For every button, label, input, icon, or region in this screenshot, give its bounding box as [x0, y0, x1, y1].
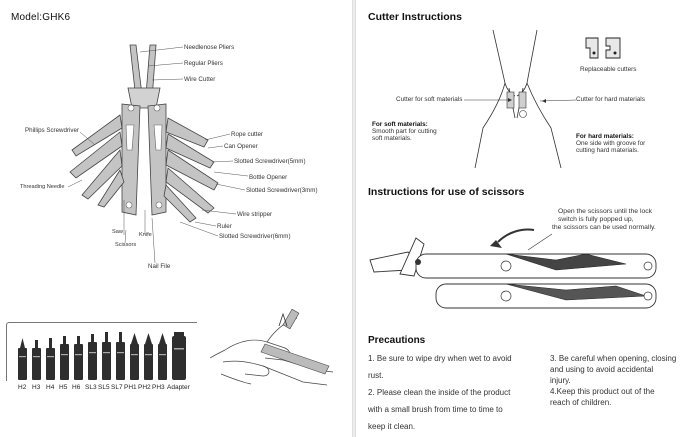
hand-inserting-bit-illustration	[209, 308, 334, 386]
precautions-col-2: 3. Be careful when opening, closing and …	[550, 350, 698, 408]
precaution-2-line-3: keep it clean.	[368, 422, 416, 431]
bit-label-sl3: SL3	[85, 384, 97, 391]
left-page: Model:GHK6	[6, 12, 334, 391]
bit-label-adapter: Adapter	[167, 384, 190, 391]
precaution-4-line-1: 4.Keep this product out of the	[550, 387, 655, 396]
precautions-col-1: 1. Be sure to wipe dry when wet to avoid…	[368, 350, 548, 435]
precaution-1-line-1: 1. Be sure to wipe dry when wet to avoid	[368, 354, 512, 363]
replaceable-cutters-label: Replaceable cutters	[580, 66, 637, 73]
label-slotted-5mm: Slotted Screwdriver(5mm)	[234, 158, 306, 165]
label-wire-cutter: Wire Cutter	[184, 76, 216, 83]
hard-materials-heading: For hard materials:	[576, 133, 634, 140]
precaution-1-line-2: rust.	[368, 371, 384, 380]
precautions-heading: Precautions	[368, 335, 426, 346]
page-spine	[352, 0, 356, 437]
label-rope-cutter: Rope cutter	[231, 131, 263, 138]
soft-materials-line-1: Smooth part for cutting	[372, 128, 437, 135]
hard-materials-line-1: One side with groove for	[576, 140, 646, 147]
bit-label-h2: H2	[18, 384, 27, 391]
label-slotted-6mm: Slotted Screwdriver(6mm)	[219, 233, 291, 240]
model-title: Model:GHK6	[11, 12, 71, 23]
replaceable-cutters-icon	[585, 37, 621, 59]
bit-label-sl7: SL7	[111, 384, 123, 391]
scissors-instruction-line-2: switch is fully popped up,	[558, 216, 634, 223]
bits-illustration	[18, 332, 186, 380]
precaution-4-line-2: reach of children.	[550, 398, 612, 407]
label-regular-pliers: Regular Pliers	[184, 60, 223, 67]
soft-materials-line-2: soft materials.	[372, 135, 412, 142]
hard-materials-line-2: cutting hard materials.	[576, 147, 639, 154]
soft-cutter-label: Cutter for soft materials	[396, 96, 463, 103]
bit-holder-frame	[6, 322, 197, 381]
label-saw: Saw	[112, 229, 123, 235]
scissors-instructions-heading: Instructions for use of scissors	[368, 186, 525, 198]
bit-label-sl5: SL5	[98, 384, 110, 391]
bit-label-h3: H3	[32, 384, 41, 391]
hard-cutter-label: Cutter for hard materials	[576, 96, 645, 103]
label-threading-needle: Threading Needle	[20, 184, 65, 190]
precaution-3-line-1: 3. Be careful when opening, closing	[550, 354, 677, 363]
scissors-instruction-line-1: Open the scissors until the lock	[558, 208, 653, 215]
precaution-3-line-2: and using to avoid accidental	[550, 365, 654, 374]
scissors-tool-illustration	[369, 228, 657, 309]
plier-head-illustration	[474, 29, 562, 169]
label-wire-stripper: Wire stripper	[237, 211, 273, 218]
precaution-2-line-1: 2. Please clean the inside of the produc…	[368, 388, 511, 397]
label-ruler: Ruler	[217, 223, 232, 230]
label-can-opener: Can Opener	[224, 143, 258, 150]
bit-label-ph2: PH2	[138, 384, 151, 391]
label-knife: Knife	[139, 232, 152, 238]
label-nail-file: Nail File	[148, 263, 171, 270]
label-needlenose-pliers: Needlenose Pliers	[184, 44, 235, 51]
precaution-3-line-3: injury.	[550, 376, 571, 385]
scissors-instruction-line-3: the scissors can be used normally.	[552, 224, 656, 231]
cutter-leader-lines	[464, 98, 577, 103]
bit-label-h4: H4	[46, 384, 55, 391]
label-slotted-3mm: Slotted Screwdriver(3mm)	[246, 187, 318, 194]
label-phillips-screwdriver: Phillips Screwdriver	[25, 127, 79, 134]
label-bottle-opener: Bottle Opener	[249, 174, 288, 181]
bit-label-h6: H6	[72, 384, 81, 391]
right-page: Cutter Instructions Replaceable cutters	[356, 0, 700, 437]
precaution-2-line-2: with a small brush from time to time to	[368, 405, 503, 414]
bit-label-ph1: PH1	[124, 384, 137, 391]
soft-materials-heading: For soft materials:	[372, 121, 428, 128]
label-scissors: Scissors	[115, 242, 137, 248]
bit-label-h5: H5	[59, 384, 68, 391]
bit-label-ph3: PH3	[152, 384, 165, 391]
multitool-illustration	[67, 44, 249, 264]
cutter-instructions-heading: Cutter Instructions	[368, 11, 462, 23]
